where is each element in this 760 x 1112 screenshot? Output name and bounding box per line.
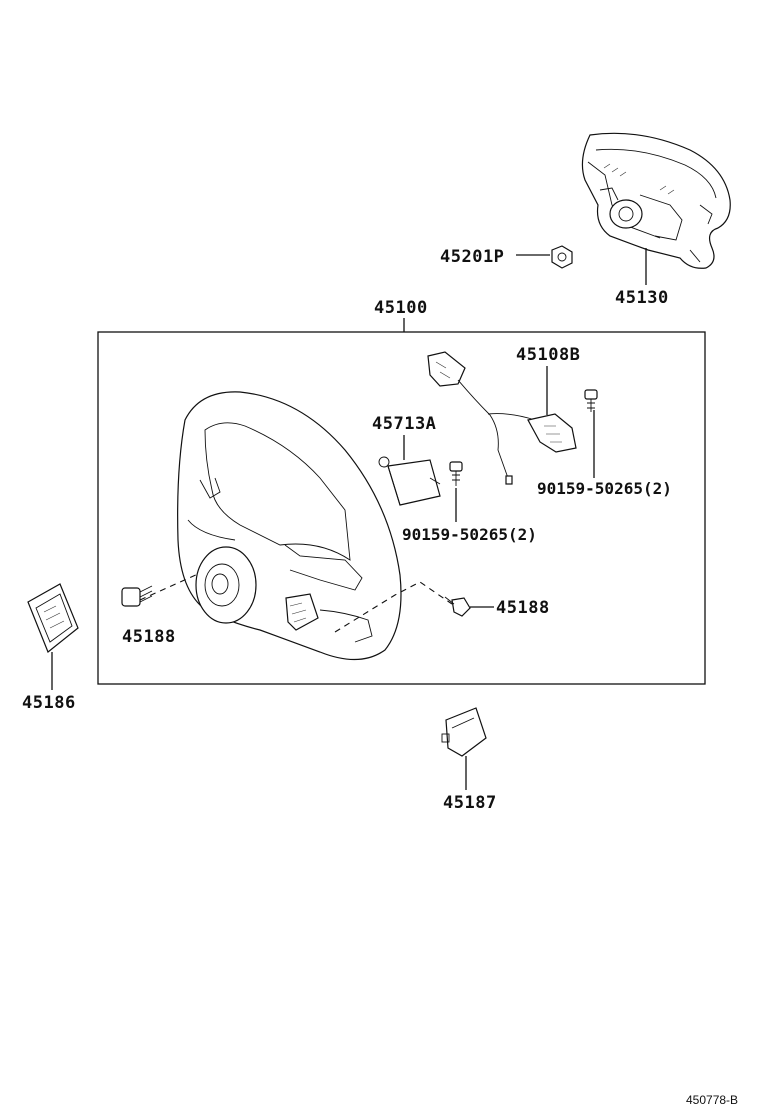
- label-45130: 45130: [615, 288, 669, 308]
- cover-45187-part[interactable]: [441, 707, 487, 757]
- screw-45188-left-part[interactable]: [121, 585, 153, 607]
- dashed-guide-right: [334, 581, 453, 633]
- label-45201p: 45201P: [440, 247, 504, 267]
- label-45713a: 45713A: [372, 414, 436, 434]
- label-45188-right: 45188: [496, 598, 550, 618]
- label-45188-left: 45188: [122, 627, 176, 647]
- label-45186: 45186: [22, 693, 76, 713]
- airbag-assembly-part[interactable]: [581, 132, 731, 269]
- screw-45188-right-part[interactable]: [444, 596, 471, 617]
- nut-45201p-part[interactable]: [551, 245, 573, 269]
- screw-90159-a-part[interactable]: [449, 461, 463, 486]
- assembly-box-45100: [97, 331, 706, 685]
- steering-wheel-part[interactable]: [177, 391, 402, 661]
- wire-harness-45108b-part[interactable]: [427, 351, 577, 485]
- switch-45713a-part[interactable]: [378, 456, 441, 506]
- label-45108b: 45108B: [516, 345, 580, 365]
- label-90159-b: 90159-50265(2): [537, 479, 672, 498]
- cover-45186-part[interactable]: [27, 583, 79, 653]
- diagram-reference-number: 450778-B: [686, 1093, 738, 1107]
- label-45187: 45187: [443, 793, 497, 813]
- label-45100: 45100: [374, 298, 428, 318]
- label-90159-a: 90159-50265(2): [402, 525, 537, 544]
- screw-90159-b-part[interactable]: [584, 389, 598, 412]
